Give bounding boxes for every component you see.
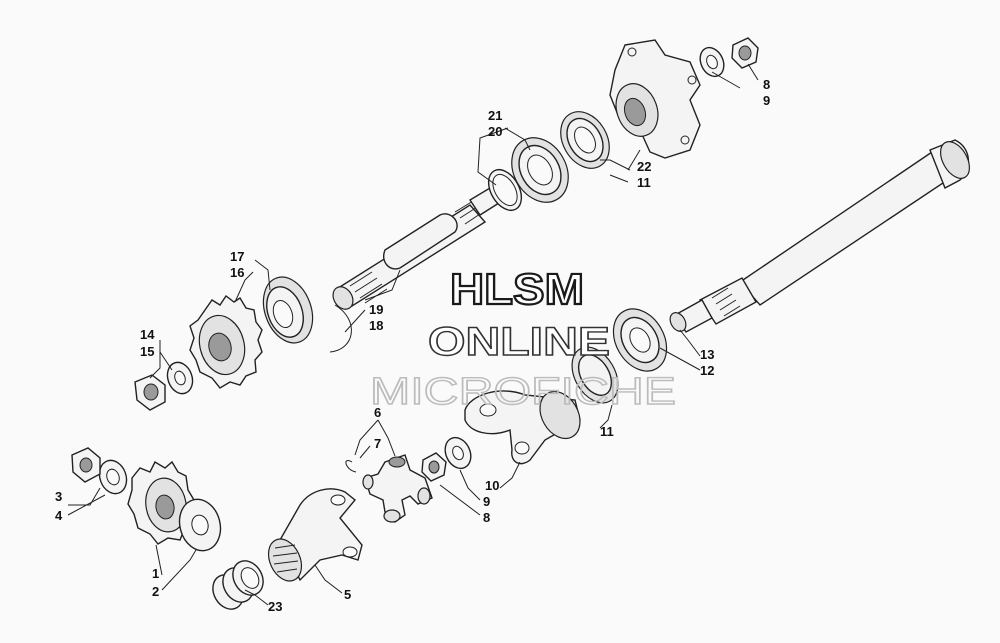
bearing-21 xyxy=(511,137,569,203)
yoke-5 xyxy=(267,488,363,582)
washer-9-mid xyxy=(444,436,472,470)
callout-21: 21 xyxy=(488,108,502,123)
callout-labels: 8 9 21 20 22 11 17 16 19 18 14 15 13 12 … xyxy=(55,77,770,614)
callout-17: 17 xyxy=(230,249,244,264)
callout-16: 16 xyxy=(230,265,244,280)
callout-4: 4 xyxy=(55,508,63,523)
output-drive-shaft xyxy=(669,139,971,333)
seal-11-lower xyxy=(571,346,619,404)
washer-9-top xyxy=(699,46,725,78)
snap-ring-20-21 xyxy=(487,169,523,211)
watermark: HLSM ONLINE MICROFICHE xyxy=(369,264,676,414)
bearing-17 xyxy=(262,276,314,344)
watermark-line-3: MICROFICHE xyxy=(370,371,676,413)
leader-lines xyxy=(67,63,759,606)
bevel-gear-1 xyxy=(127,460,195,545)
callout-11-lower: 11 xyxy=(600,424,614,439)
callout-10: 10 xyxy=(485,478,499,493)
callout-8-mid: 8 xyxy=(483,510,490,525)
washer-2 xyxy=(178,498,222,552)
callout-9-top: 9 xyxy=(763,93,770,108)
callout-7: 7 xyxy=(374,436,381,451)
callout-5: 5 xyxy=(344,587,351,602)
callout-3: 3 xyxy=(55,489,62,504)
callout-18: 18 xyxy=(369,318,383,333)
callout-8-top: 8 xyxy=(763,77,770,92)
washer-4 xyxy=(98,459,128,495)
seal-22 xyxy=(560,111,610,169)
callout-2: 2 xyxy=(152,584,159,599)
snap-ring-18 xyxy=(329,304,352,353)
nut-14 xyxy=(134,374,166,411)
bevel-gear-16 xyxy=(189,294,263,389)
snap-ring-7 xyxy=(345,460,357,473)
watermark-line-2: ONLINE xyxy=(428,320,610,364)
output-hub-flange xyxy=(609,39,701,159)
callout-12: 12 xyxy=(700,363,714,378)
callout-22: 22 xyxy=(637,159,651,174)
callout-9-mid: 9 xyxy=(483,494,490,509)
universal-joint-cross xyxy=(362,454,433,523)
callout-23: 23 xyxy=(268,599,282,614)
callout-6: 6 xyxy=(374,405,381,420)
callout-20: 20 xyxy=(488,124,502,139)
nut-8-mid xyxy=(421,452,447,482)
callout-19: 19 xyxy=(369,302,383,317)
nut-8-top xyxy=(731,37,759,69)
callout-13: 13 xyxy=(700,347,714,362)
callout-11-top: 11 xyxy=(637,175,651,190)
nut-3 xyxy=(71,447,101,483)
bearing-12 xyxy=(612,308,668,372)
washer-15 xyxy=(166,361,194,395)
spring-23 xyxy=(212,560,264,610)
callout-14: 14 xyxy=(140,327,155,342)
callout-15: 15 xyxy=(140,344,154,359)
yoke-10 xyxy=(464,390,581,465)
callout-1: 1 xyxy=(152,566,159,581)
watermark-line-1: HLSM xyxy=(450,265,584,314)
